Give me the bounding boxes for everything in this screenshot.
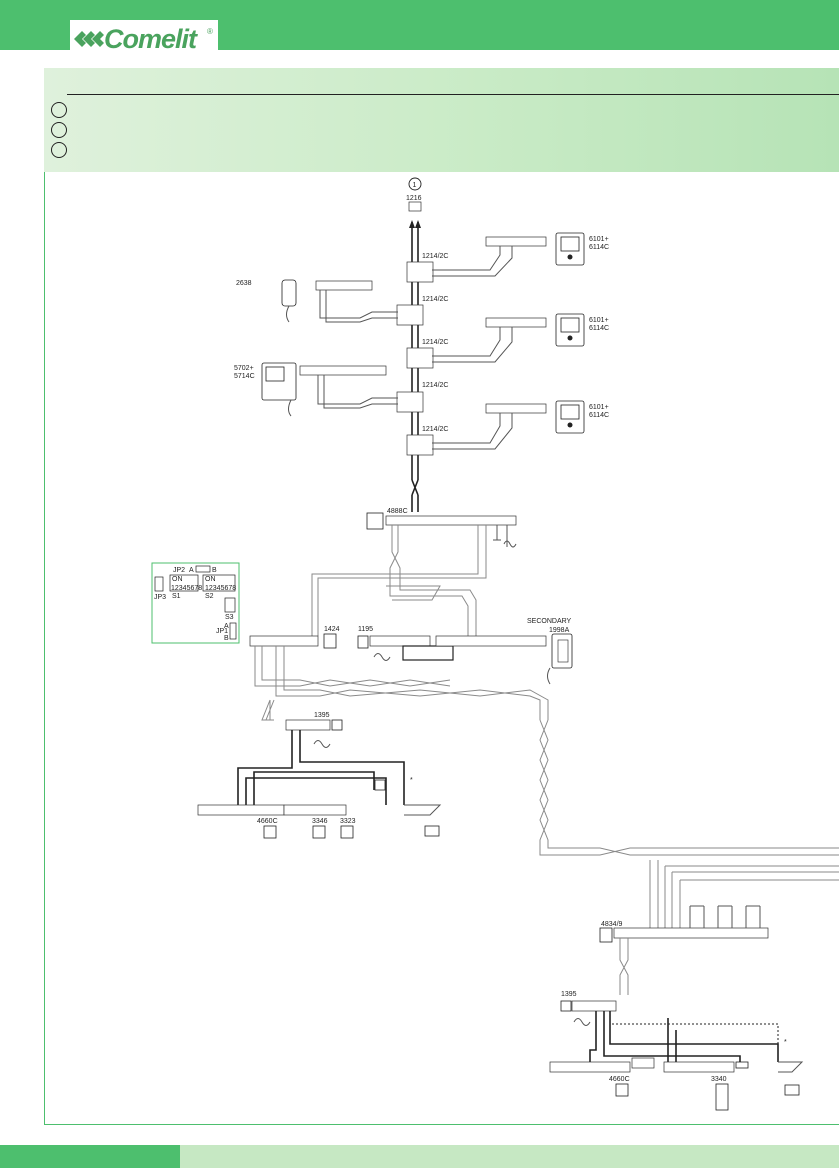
frame-left bbox=[44, 172, 45, 1125]
monitor-1: 6101+6114C bbox=[432, 232, 609, 277]
lock-1-code: 1395 bbox=[314, 712, 330, 719]
s3-label: S3 bbox=[225, 614, 234, 621]
monitor-3-code: 6101+6114C bbox=[589, 404, 609, 419]
middle-wiring bbox=[311, 525, 487, 636]
riser-blocks bbox=[396, 261, 434, 456]
footer-bar-light bbox=[180, 1145, 839, 1168]
s1-label: S1 bbox=[172, 593, 181, 600]
relay-code: 1424 bbox=[324, 626, 340, 633]
distributor-code: 4834/9 bbox=[601, 921, 623, 928]
jp2-label: JP2 bbox=[173, 567, 185, 574]
cable-label-3: 1214/2C bbox=[422, 339, 448, 346]
entry-1-code: 4660C bbox=[257, 818, 278, 825]
monitor-2: 6101+6114C bbox=[432, 313, 609, 363]
brand-registered: ® bbox=[207, 27, 213, 36]
language-marker-1 bbox=[51, 102, 67, 118]
jumper-panel: JP2 A B JP3 ON 12345678 S1 ON 12345678 S… bbox=[151, 562, 240, 644]
monitor-3: 6101+6114C bbox=[432, 400, 609, 450]
jp3-label: JP3 bbox=[154, 594, 166, 601]
title-rule bbox=[67, 94, 839, 95]
riser-marker: 1 1216 bbox=[406, 177, 422, 212]
entry-2-code: 4660C bbox=[609, 1076, 630, 1083]
s1-on-label: ON bbox=[172, 576, 183, 583]
language-marker-3 bbox=[51, 142, 67, 158]
videophone-code: 5702+5714C bbox=[234, 365, 255, 380]
jp2-a-label: A bbox=[189, 567, 194, 574]
transformer-code: 1195 bbox=[358, 626, 373, 633]
keypad-1-code: 3346 bbox=[312, 818, 328, 825]
brand-name: Comelit bbox=[104, 24, 197, 54]
jp1-b-label: B bbox=[224, 635, 229, 642]
distributor-section: 4834/9 bbox=[599, 905, 769, 995]
riser-marker-number: 1 bbox=[413, 182, 417, 189]
videophone-5702: 5702+5714C bbox=[234, 362, 398, 417]
jp2-b-label: B bbox=[212, 567, 217, 574]
jp1-label: JP1 bbox=[216, 628, 228, 635]
monitor-1-code: 6101+6114C bbox=[589, 236, 609, 251]
cable-label-1: 1214/2C bbox=[422, 253, 448, 260]
star-note-1: * bbox=[410, 777, 413, 784]
comelit-logo-icon bbox=[74, 31, 104, 47]
s2-digits: 12345678 bbox=[205, 585, 236, 592]
s1-digits: 12345678 bbox=[171, 585, 202, 592]
cable-label-4: 1214/2C bbox=[422, 382, 448, 389]
handset-2638: 2638 bbox=[236, 279, 398, 323]
power-supply-code: 4888C bbox=[387, 508, 408, 515]
jp1-a-label: A bbox=[224, 623, 229, 630]
lower-cables bbox=[254, 646, 839, 928]
secondary-unit-code: 1998A bbox=[549, 627, 570, 634]
language-marker-2 bbox=[51, 122, 67, 138]
handset-code: 2638 bbox=[236, 280, 252, 287]
cable-label-5: 1214/2C bbox=[422, 426, 448, 433]
star-note-2: * bbox=[784, 1039, 787, 1046]
secondary-label: SECONDARY bbox=[527, 618, 572, 625]
riser-code: 1216 bbox=[406, 195, 422, 202]
entry-section-1: 1395 * 4660C 3346 3323 bbox=[197, 699, 442, 839]
controller-row: 1424 1195 SECONDARY 1998A bbox=[249, 618, 573, 685]
lock-2-code: 1395 bbox=[561, 991, 577, 998]
footer-bar-dark bbox=[0, 1145, 180, 1168]
s2-on-label: ON bbox=[205, 576, 216, 583]
keypad-3-code: 3340 bbox=[711, 1076, 727, 1083]
cable-label-2: 1214/2C bbox=[422, 296, 448, 303]
frame-bottom bbox=[44, 1124, 839, 1125]
s2-label: S2 bbox=[205, 593, 214, 600]
title-panel bbox=[44, 68, 839, 172]
keypad-2-code: 3323 bbox=[340, 818, 356, 825]
monitor-2-code: 6101+6114C bbox=[589, 317, 609, 332]
entry-section-2: 1395 * 4660C 3340 bbox=[549, 991, 804, 1111]
power-supply-4888C: 4888C bbox=[366, 508, 517, 548]
